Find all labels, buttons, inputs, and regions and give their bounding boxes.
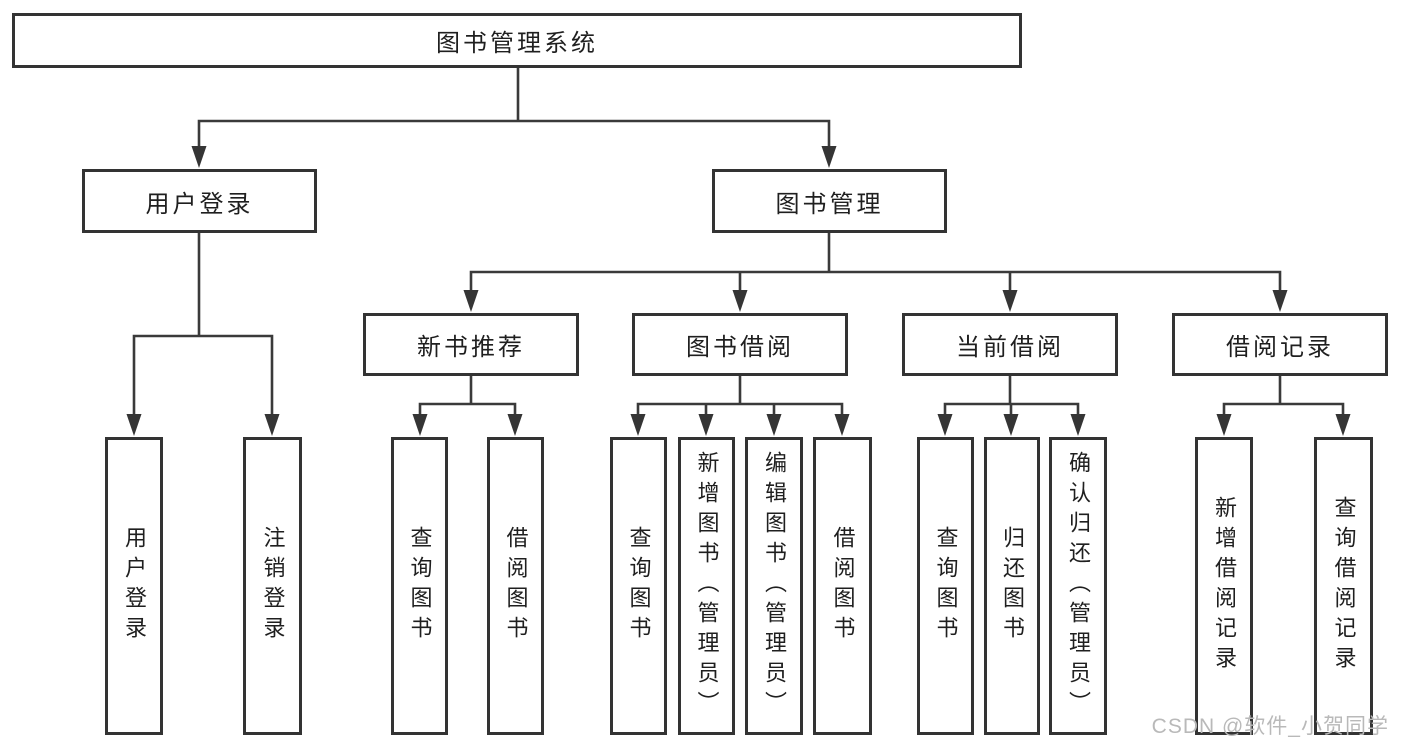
leaf-borrow-books: 借阅图书 [813, 437, 872, 735]
node-book-borrowing: 图书借阅 [632, 313, 848, 376]
node-book-management-label: 图书管理 [775, 190, 884, 218]
node-new-book-recommend: 新书推荐 [363, 313, 579, 376]
leaf-query-books-current: 查询图书 [917, 437, 974, 735]
leaf-borrow-books-label: 借阅图书 [830, 526, 856, 646]
leaf-query-borrow-record: 查询借阅记录 [1314, 437, 1373, 735]
leaf-return-books: 归还图书 [984, 437, 1040, 735]
node-current-borrowing: 当前借阅 [902, 313, 1118, 376]
leaf-borrow-books-recommend: 借阅图书 [487, 437, 544, 735]
leaf-query-borrow-record-label: 查询借阅记录 [1331, 496, 1357, 676]
node-user-login-label: 用户登录 [145, 190, 254, 218]
leaf-logout: 注销登录 [243, 437, 302, 735]
leaf-confirm-return-admin-label: 确认归还（管理员） [1066, 451, 1091, 721]
leaf-return-books-label: 归还图书 [1000, 526, 1025, 646]
leaf-add-borrow-record-label: 新增借阅记录 [1212, 496, 1237, 676]
leaf-query-books-recommend: 查询图书 [391, 437, 448, 735]
csdn-watermark: CSDN @软件_小贺同学 [1151, 715, 1389, 738]
leaf-logout-label: 注销登录 [260, 526, 286, 646]
leaf-user-login: 用户登录 [105, 437, 163, 735]
node-borrowing-records: 借阅记录 [1172, 313, 1388, 376]
leaf-confirm-return-admin: 确认归还（管理员） [1049, 437, 1107, 735]
leaf-query-books-recommend-label: 查询图书 [407, 526, 433, 646]
leaf-borrow-books-recommend-label: 借阅图书 [503, 526, 529, 646]
node-new-book-recommend-label: 新书推荐 [417, 334, 525, 361]
node-library-management-system: 图书管理系统 [12, 13, 1022, 68]
node-book-borrowing-label: 图书借阅 [686, 334, 794, 361]
leaf-edit-books-admin-label: 编辑图书（管理员） [762, 451, 787, 721]
leaf-add-books-admin-label: 新增图书（管理员） [694, 451, 720, 721]
leaf-add-borrow-record: 新增借阅记录 [1195, 437, 1253, 735]
leaf-query-books-borrowing-label: 查询图书 [626, 526, 652, 646]
leaf-query-books-borrowing: 查询图书 [610, 437, 667, 735]
leaf-query-books-current-label: 查询图书 [933, 526, 959, 646]
node-user-login: 用户登录 [82, 169, 317, 233]
node-borrowing-records-label: 借阅记录 [1226, 334, 1334, 361]
node-book-management: 图书管理 [712, 169, 947, 233]
leaf-user-login-label: 用户登录 [122, 526, 147, 646]
node-current-borrowing-label: 当前借阅 [956, 334, 1064, 361]
leaf-edit-books-admin: 编辑图书（管理员） [745, 437, 803, 735]
node-library-management-system-label: 图书管理系统 [436, 30, 598, 57]
leaf-add-books-admin: 新增图书（管理员） [678, 437, 735, 735]
